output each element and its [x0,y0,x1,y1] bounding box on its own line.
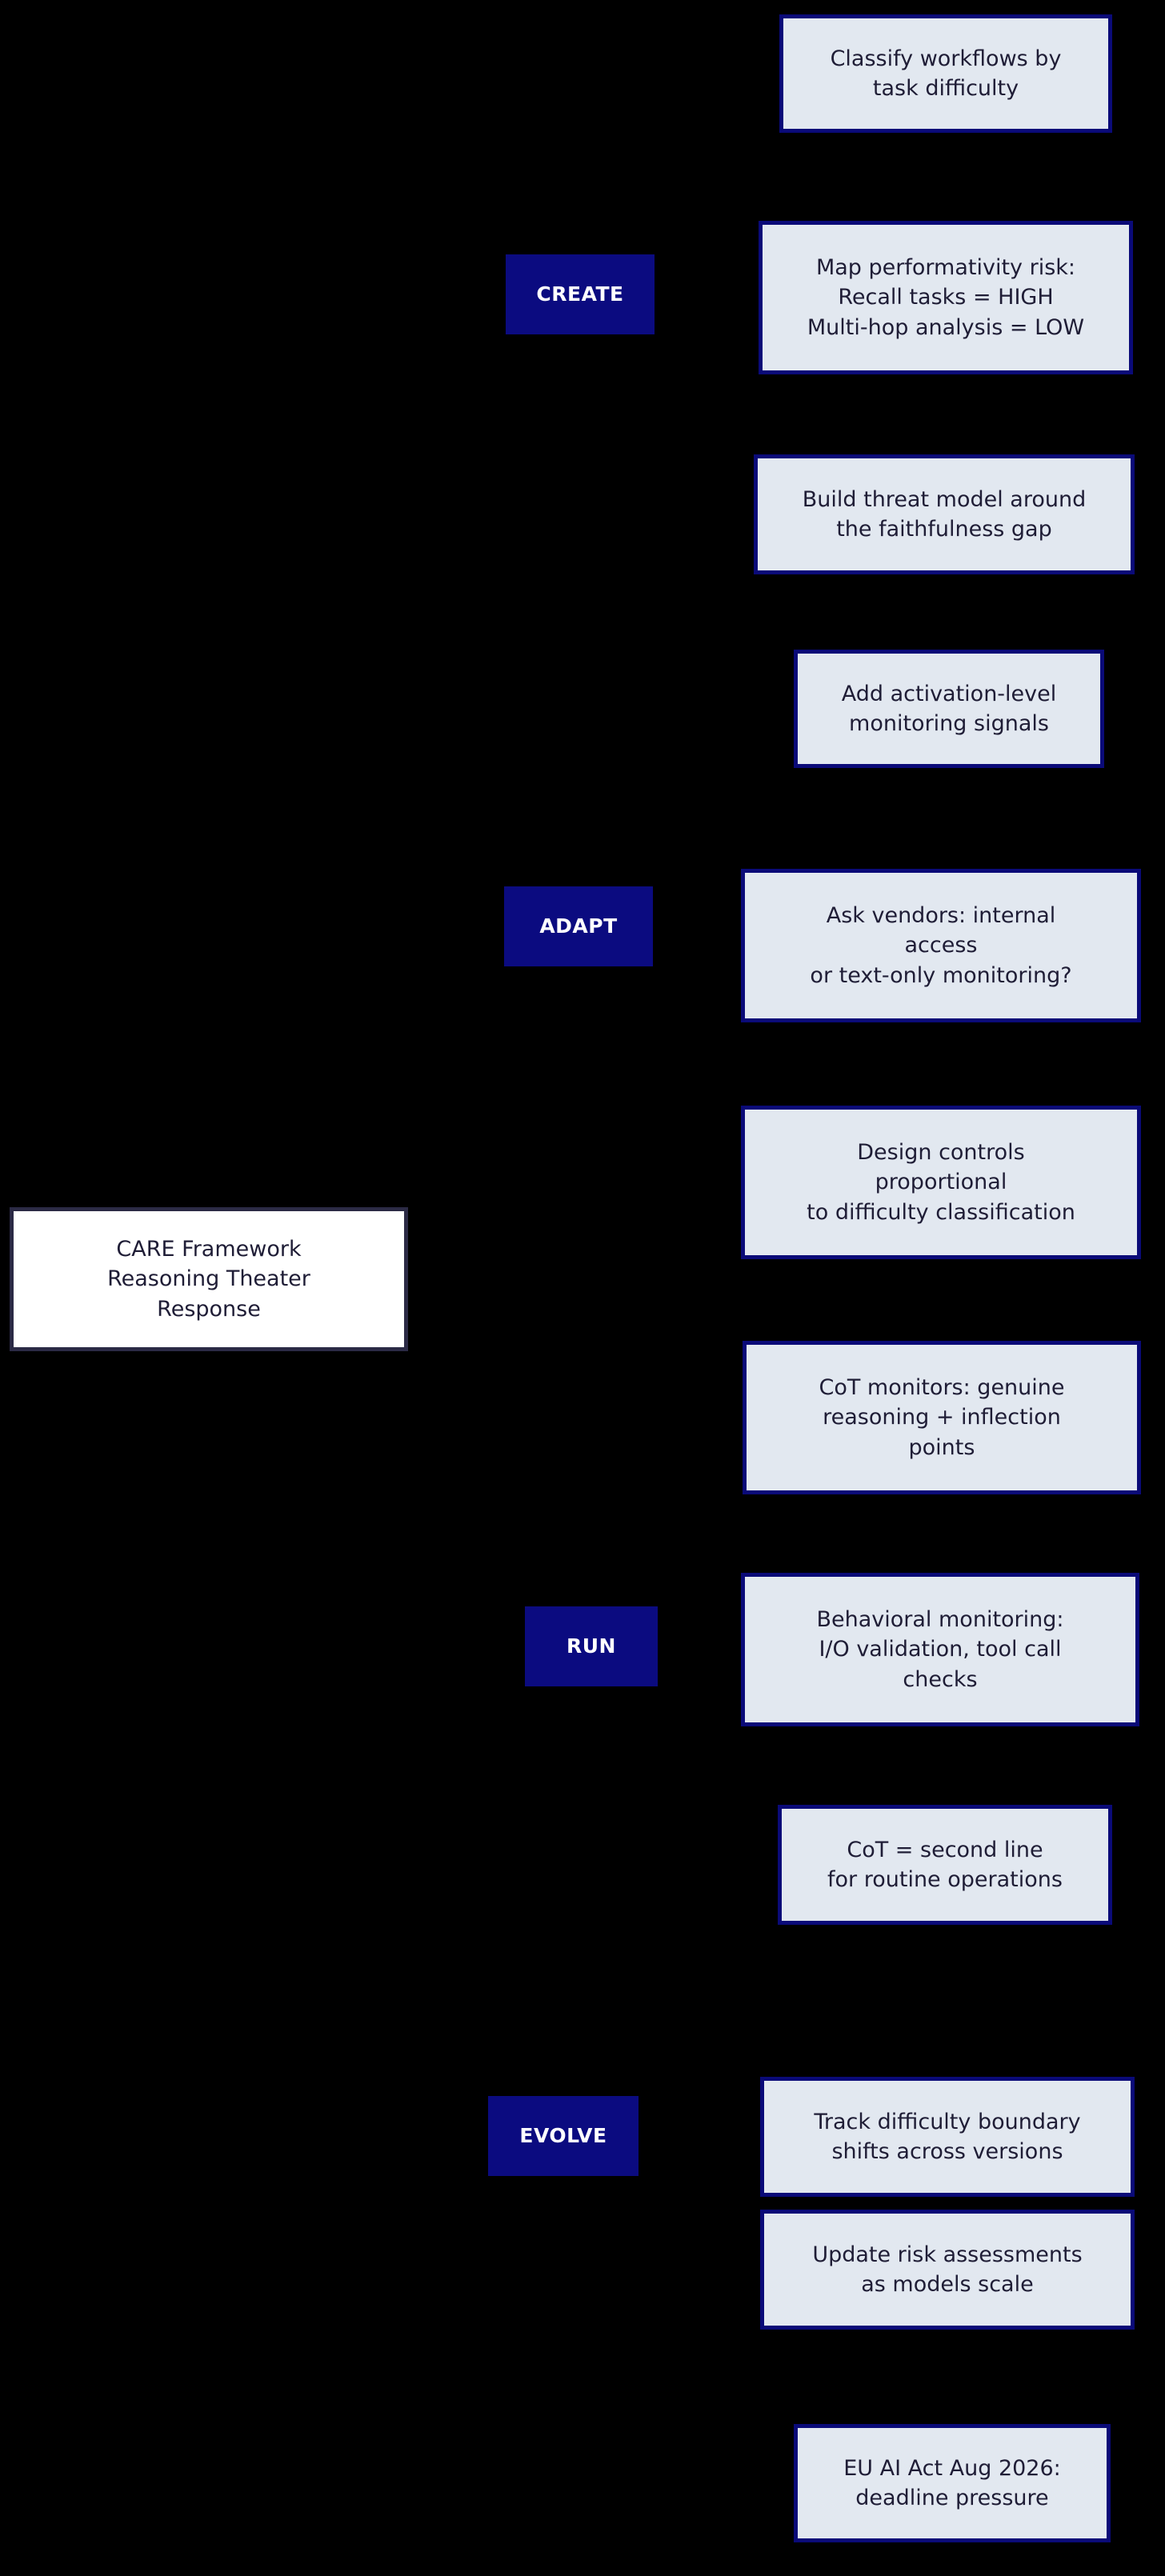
leaf-ask-vendors-access[interactable]: Ask vendors: internal access or text-onl… [741,869,1141,1022]
leaf-cot-second-line[interactable]: CoT = second line for routine operations [778,1805,1112,1925]
root-node-care-framework[interactable]: CARE Framework Reasoning Theater Respons… [10,1207,408,1351]
leaf-build-threat-model[interactable]: Build threat model around the faithfulne… [754,454,1135,574]
leaf-map-performativity-risk[interactable]: Map performativity risk: Recall tasks = … [759,221,1133,374]
leaf-classify-workflows[interactable]: Classify workflows by task difficulty [779,14,1112,133]
leaf-cot-monitors-genuine-reasoning[interactable]: CoT monitors: genuine reasoning + inflec… [743,1341,1141,1494]
branch-label-create[interactable]: CREATE [506,254,655,334]
leaf-eu-ai-act-deadline[interactable]: EU AI Act Aug 2026: deadline pressure [794,2424,1111,2542]
branch-label-adapt[interactable]: ADAPT [504,886,653,966]
branch-label-run[interactable]: RUN [525,1606,658,1686]
leaf-update-risk-assessments[interactable]: Update risk assessments as models scale [760,2210,1135,2330]
leaf-add-activation-monitoring[interactable]: Add activation-level monitoring signals [794,650,1104,768]
leaf-behavioral-monitoring[interactable]: Behavioral monitoring: I/O validation, t… [741,1573,1139,1726]
leaf-design-controls-proportional[interactable]: Design controls proportional to difficul… [741,1106,1141,1259]
leaf-track-difficulty-boundary[interactable]: Track difficulty boundary shifts across … [760,2077,1135,2197]
branch-label-evolve[interactable]: EVOLVE [488,2096,639,2176]
